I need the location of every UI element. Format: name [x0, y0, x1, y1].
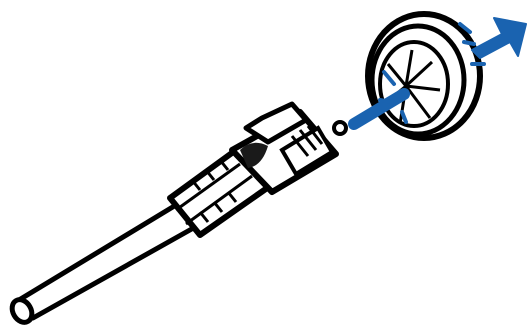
- insertion-path: [348, 70, 410, 130]
- rubber-grommet-icon: [365, 11, 483, 141]
- insert-direction-arrow-icon: [458, 17, 527, 66]
- rj45-plug-icon: [229, 101, 348, 195]
- network-cable-icon: [9, 202, 200, 325]
